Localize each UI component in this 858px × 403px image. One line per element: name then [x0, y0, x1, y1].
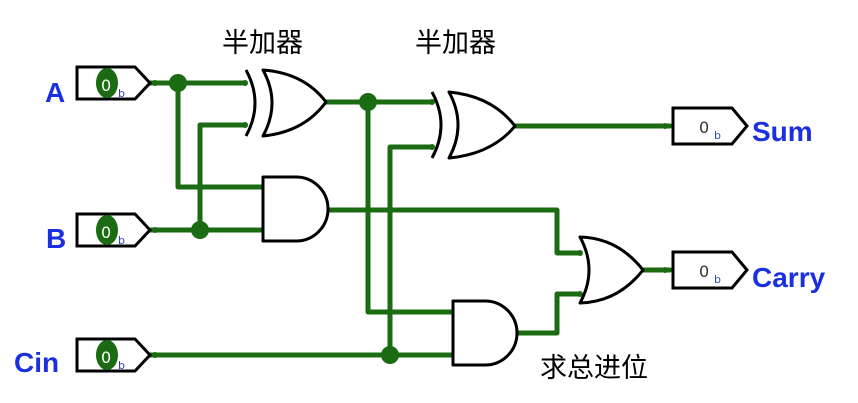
contact-dot — [662, 123, 668, 129]
input-label-b: B — [46, 223, 66, 254]
wire-cin — [147, 144, 455, 358]
input-value-a: 0 — [101, 76, 111, 95]
contact-dot — [152, 227, 158, 233]
output-value-sum: 0 — [699, 118, 709, 137]
wires — [147, 80, 673, 358]
contact-dot — [577, 291, 583, 297]
contact-dot — [429, 99, 435, 105]
contact-dot — [152, 80, 158, 86]
input-pin-a[interactable]: 0 b — [75, 65, 153, 101]
xor-gate-1[interactable] — [244, 68, 328, 138]
and-gate-1[interactable] — [261, 175, 330, 243]
contact-dot — [662, 267, 668, 273]
carry-logic-label: 求总进位 — [540, 353, 648, 384]
contact-dot — [152, 352, 158, 358]
output-label-sum: Sum — [752, 116, 813, 147]
or-gate[interactable] — [578, 235, 645, 305]
output-label-carry: Carry — [752, 262, 826, 293]
output-radix-carry: b — [714, 273, 721, 286]
junction-b — [191, 221, 209, 239]
output-pin-carry: 0 b — [671, 250, 749, 290]
wire-b — [147, 122, 265, 233]
contact-dot — [242, 122, 248, 128]
input-radix-b: b — [118, 234, 125, 247]
input-radix-a: b — [118, 87, 125, 100]
input-value-cin: 0 — [101, 348, 111, 367]
output-radix-sum: b — [714, 129, 721, 142]
wire-xor1-out — [323, 99, 455, 315]
half-adder-1-label: 半加器 — [222, 28, 303, 59]
half-adder-2-label: 半加器 — [415, 28, 496, 59]
input-radix-cin: b — [118, 359, 125, 372]
input-pin-b[interactable]: 0 b — [75, 212, 153, 248]
input-led-a — [96, 68, 118, 98]
input-led-b — [96, 215, 118, 245]
input-value-b: 0 — [101, 223, 111, 242]
input-pin-cin[interactable]: 0 b — [75, 337, 153, 373]
wire-a — [147, 80, 265, 190]
junctions — [152, 74, 668, 364]
input-label-cin: Cin — [14, 347, 59, 378]
wire-and1-out — [325, 207, 583, 256]
contact-dot — [242, 80, 248, 86]
input-led-cin — [96, 340, 118, 370]
contact-dot — [577, 250, 583, 256]
junction-a — [169, 74, 187, 92]
junction-xor1-out — [359, 93, 377, 111]
xor-gate-2[interactable] — [430, 90, 517, 160]
contact-dot — [429, 144, 435, 150]
output-value-carry: 0 — [699, 262, 709, 281]
junction-cin — [381, 346, 399, 364]
and-gate-2[interactable] — [451, 299, 519, 367]
output-pin-sum: 0 b — [671, 106, 749, 146]
input-label-a: A — [45, 77, 65, 108]
wire-and2-out — [514, 291, 583, 336]
